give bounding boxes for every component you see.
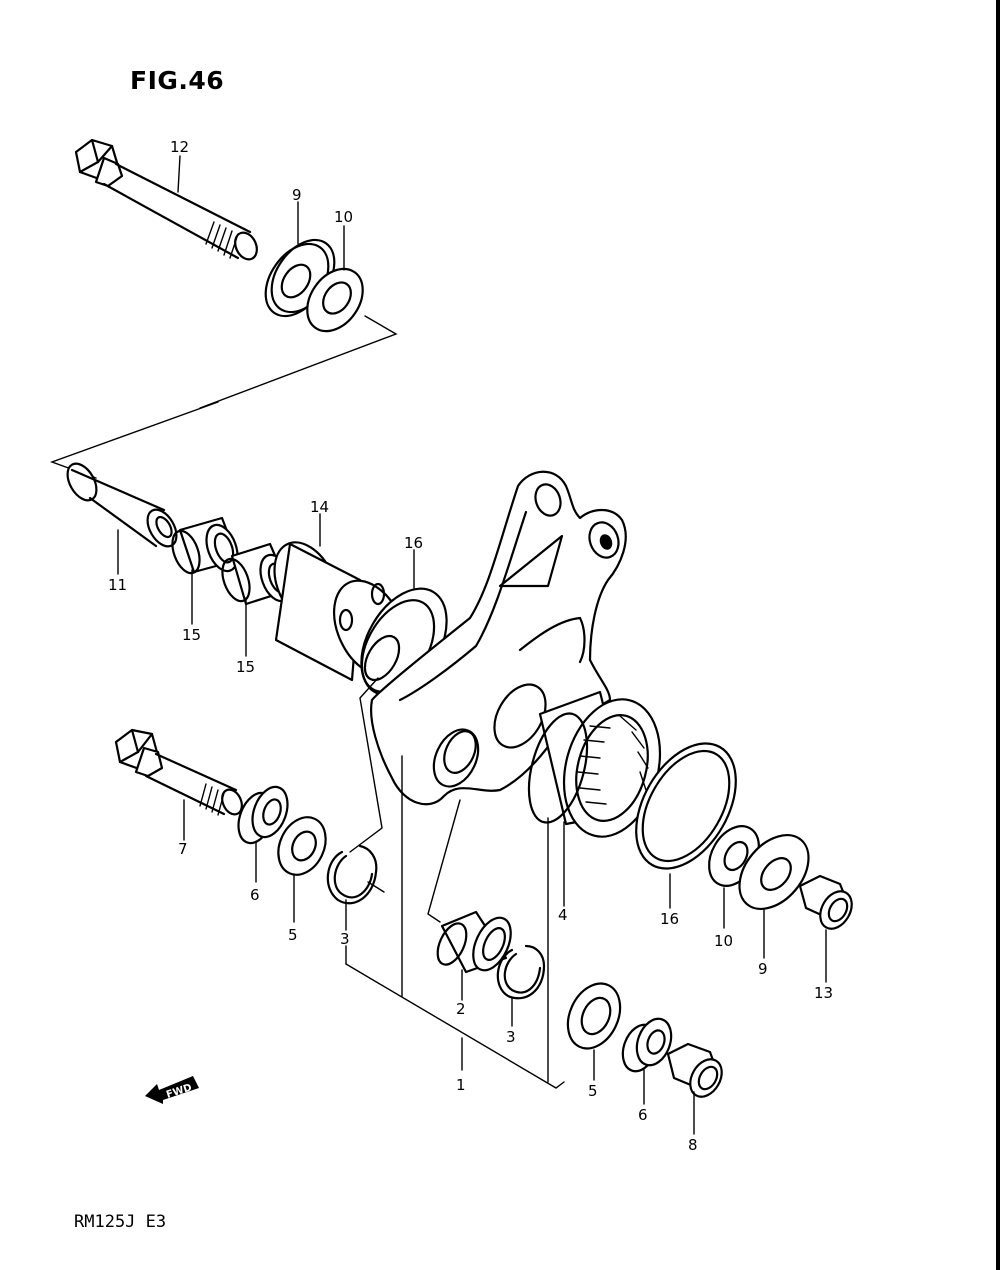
callout-15: 15 [236, 658, 255, 676]
part-6-collar-right[interactable] [617, 1014, 677, 1076]
part-3-circlip-right[interactable] [496, 944, 546, 1000]
part-8-nut[interactable] [666, 1042, 728, 1102]
fwd-label: FWD [165, 1082, 193, 1101]
callout-1: 1 [456, 1076, 466, 1094]
callout-16: 16 [660, 910, 679, 928]
model-code: RM125J E3 [74, 1212, 167, 1232]
callout-5: 5 [588, 1082, 598, 1100]
callout-9: 9 [758, 960, 768, 978]
callout-2: 2 [456, 1000, 466, 1018]
part-12-bolt[interactable] [74, 138, 261, 263]
callout-6: 6 [250, 886, 260, 904]
figure-title: FIG.46 [130, 66, 225, 95]
callout-10: 10 [334, 208, 353, 226]
part-6-collar[interactable] [232, 782, 294, 848]
callout-6: 6 [638, 1106, 648, 1124]
callout-5: 5 [288, 926, 298, 944]
callout-12: 12 [170, 138, 189, 156]
callout-15: 15 [182, 626, 201, 644]
part-10-washer[interactable] [296, 258, 374, 341]
part-16-o-ring-lower[interactable] [616, 726, 757, 886]
callout-4: 4 [558, 906, 568, 924]
callout-16: 16 [404, 534, 423, 552]
callout-7: 7 [178, 840, 188, 858]
callout-11: 11 [108, 576, 127, 594]
part-2-bearing[interactable] [432, 910, 519, 976]
page-edge [996, 0, 1000, 1270]
callout-9: 9 [292, 186, 302, 204]
callout-labels: 12 9 10 14 16 11 15 15 7 6 5 3 4 16 10 9… [108, 138, 833, 1154]
part-1-bracket [345, 755, 565, 1089]
callout-10: 10 [714, 932, 733, 950]
part-15-needle-bearing-a[interactable] [167, 516, 243, 577]
callout-3: 3 [340, 930, 350, 948]
callout-3: 3 [506, 1028, 516, 1046]
callout-13: 13 [814, 984, 833, 1002]
part-4-bearing[interactable] [518, 688, 674, 847]
callout-8: 8 [688, 1136, 698, 1154]
part-5-washer-right[interactable] [558, 975, 630, 1057]
part-13-nut[interactable] [798, 874, 858, 934]
part-9-dust-seal-lower[interactable] [726, 822, 823, 922]
part-5-washer[interactable] [269, 810, 334, 883]
part-11-spacer[interactable] [62, 459, 183, 552]
part-3-circlip[interactable] [326, 844, 378, 905]
part-14-sleeve[interactable] [262, 532, 420, 687]
fwd-arrow-icon: FWD [145, 1076, 199, 1104]
callout-14: 14 [310, 498, 329, 516]
leader-lines [117, 155, 827, 1135]
part-7-bolt[interactable] [114, 728, 246, 818]
